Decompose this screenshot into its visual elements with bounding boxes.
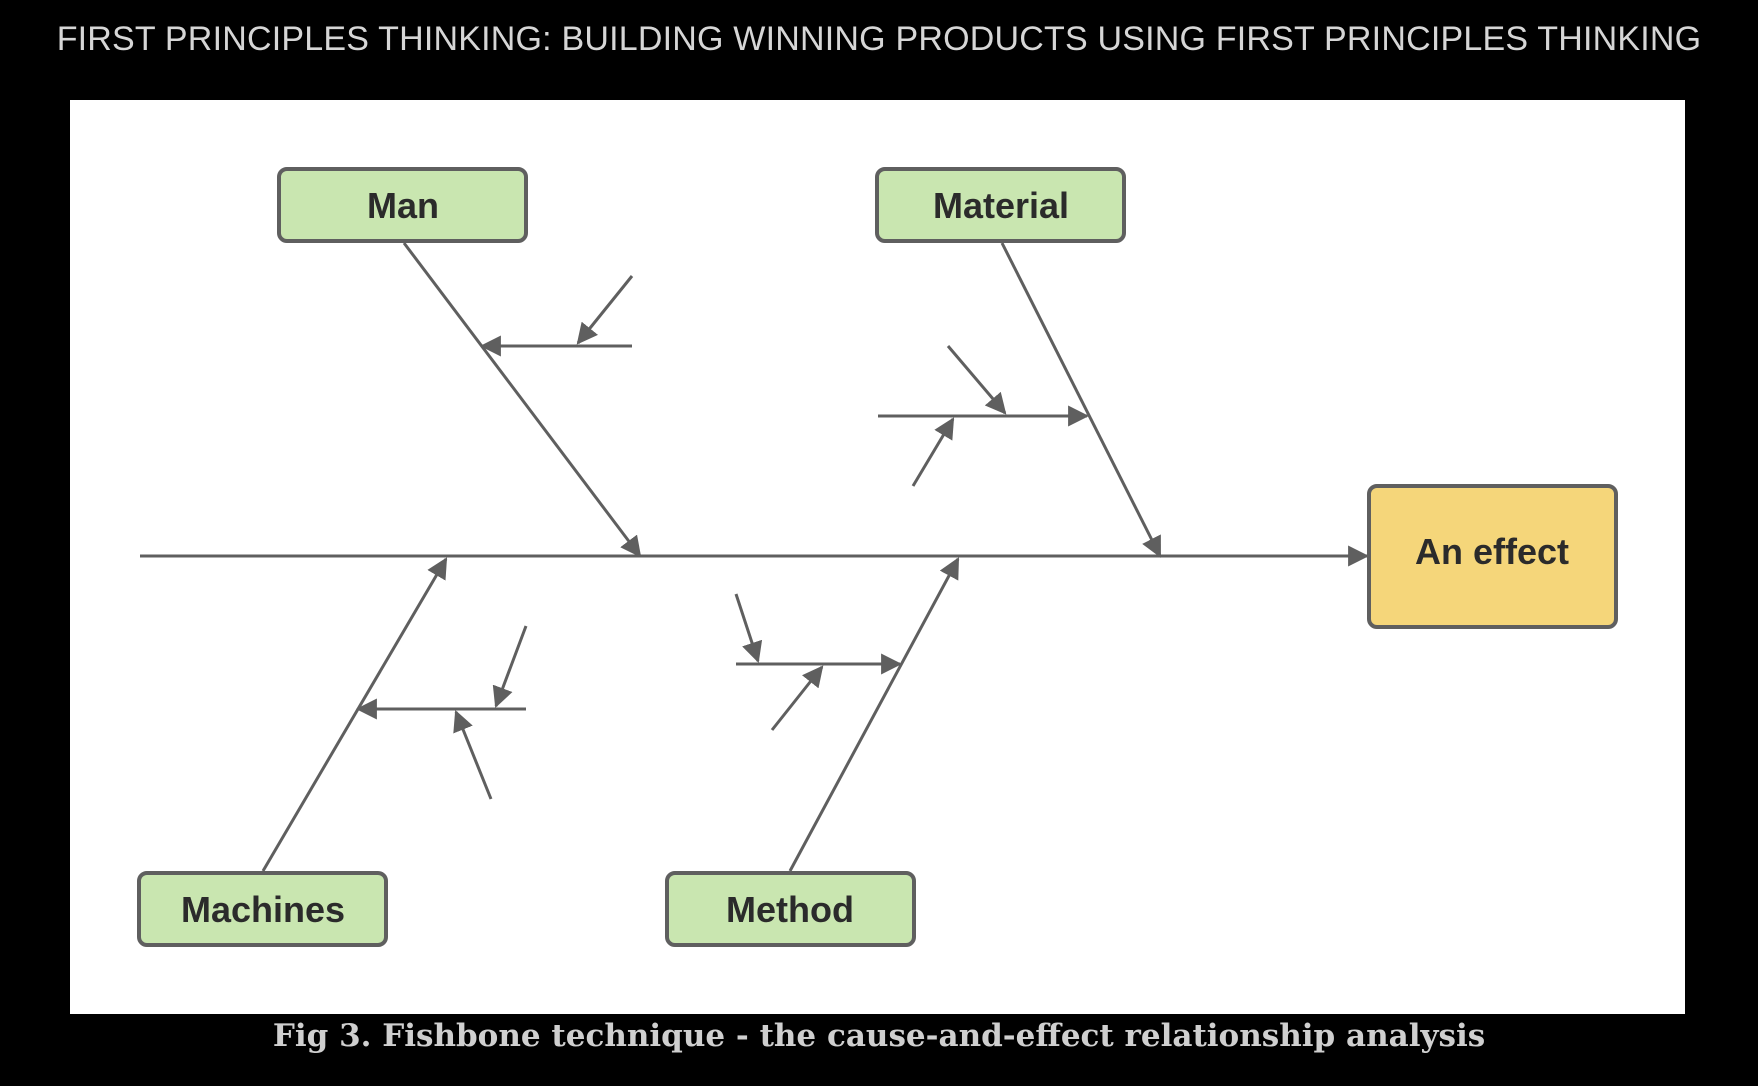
material-label: Material bbox=[933, 185, 1069, 226]
machines-sub-sub-cause-2 bbox=[453, 710, 493, 800]
fishbone-svg: Man Material Machines Method An effect bbox=[137, 167, 1618, 947]
fishbone-diagram: Man Material Machines Method An effect bbox=[70, 100, 1685, 1014]
man-branch bbox=[402, 242, 642, 558]
method-sub-sub-cause-2 bbox=[770, 665, 824, 731]
material-sub-sub-cause-2 bbox=[911, 417, 955, 487]
man-label: Man bbox=[367, 185, 439, 226]
material-branch bbox=[1000, 242, 1162, 558]
method-label: Method bbox=[726, 889, 854, 930]
page-title: FIRST PRINCIPLES THINKING: BUILDING WINN… bbox=[56, 20, 1702, 58]
figure-caption: Fig 3. Fishbone technique - the cause-an… bbox=[272, 1018, 1486, 1054]
man-box: Man bbox=[277, 167, 528, 243]
effect-label: An effect bbox=[1415, 531, 1569, 572]
method-box: Method bbox=[665, 871, 916, 947]
machines-box: Machines bbox=[137, 871, 388, 947]
material-box: Material bbox=[875, 167, 1126, 243]
method-branch bbox=[788, 557, 960, 872]
machines-label: Machines bbox=[181, 889, 345, 930]
machines-sub-sub-cause-1 bbox=[492, 625, 528, 708]
method-sub-sub-cause-1 bbox=[734, 593, 763, 663]
effect-box: An effect bbox=[1367, 484, 1618, 629]
material-sub-sub-cause-1 bbox=[946, 345, 1007, 415]
man-sub-sub-cause bbox=[576, 275, 634, 345]
machines-branch bbox=[261, 557, 448, 872]
